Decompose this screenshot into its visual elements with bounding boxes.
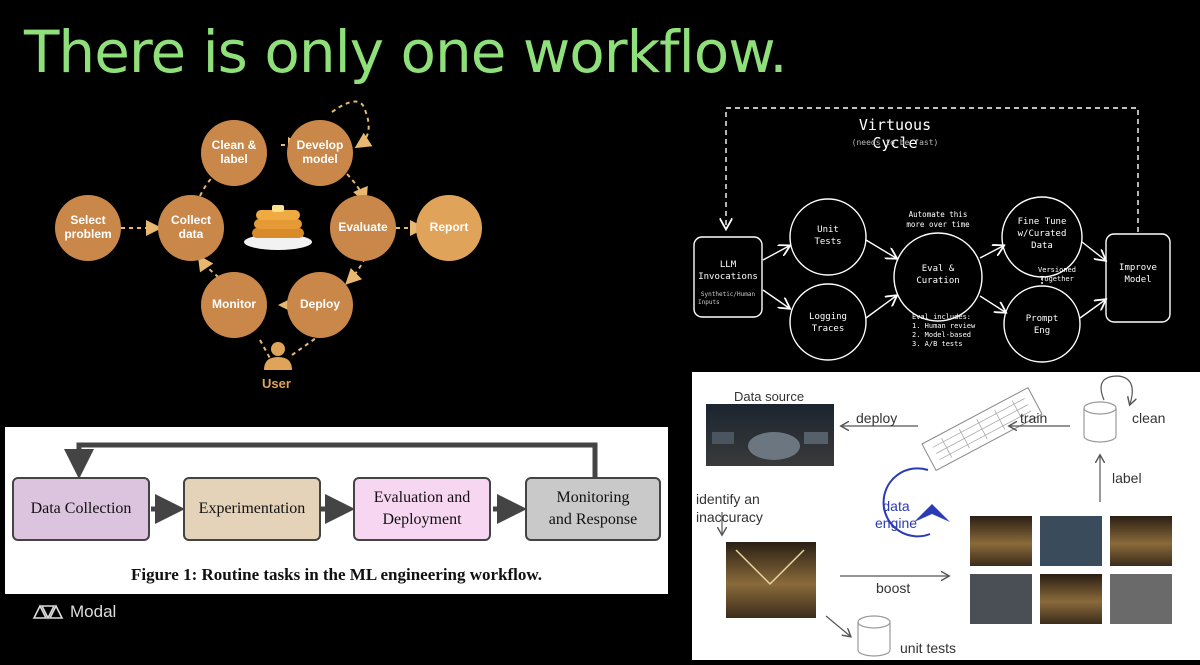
workflow-arrows [64,442,598,524]
virtuous-cycle-diagram: Virtuous Cycle (needs to be fast) LLM In… [690,100,1200,365]
tunnel-photo-left [726,542,816,618]
data-engine-diagram: Data source deploy train clean label ide… [692,372,1200,660]
wbox-4-line-2: and Response [548,511,638,528]
engine-line-2: engine [874,514,918,531]
automate-note: Automate this more over time [890,210,986,230]
label-data-source: Data source [734,389,805,404]
label-label: label [1112,470,1142,486]
fine-tune-node: Fine Tune w/Curated Data [1002,216,1082,252]
wbox-3-line-1: Evaluation and [373,489,471,507]
ft-label-3: Data [1031,241,1053,252]
workflow-box-experimentation: Experimentation [183,477,321,541]
node-collect-data: Collect data [158,195,224,261]
llm-invocations-node: LLM Invocations Synthetic/Human Inputs [694,260,762,307]
ml-workflow-figure: Data Collection Experimentation Evaluati… [5,427,668,594]
node-develop-model: Develop model [287,120,353,186]
eval-includes-3: 3. A/B tests [912,340,963,349]
user-icon [264,342,292,370]
engine-line-1: data [882,498,910,514]
virtuous-title: Virtuous Cycle [858,116,932,152]
log-label-1: Logging [809,312,847,322]
workflow-box-data-collection: Data Collection [12,477,150,541]
prompt-label-2: Eng [1033,326,1051,337]
eval-includes-note: Eval includes: 1. Human review 2. Model-… [912,313,1004,349]
improve-label-1: Improve [1119,263,1157,273]
eval-curation-node: Eval & Curation [894,263,982,287]
ft-label-1: Fine Tune [1017,217,1067,227]
unit-label-2: Tests [814,237,842,248]
node-select-problem: Select problem [55,195,121,261]
logging-traces-node: Logging Traces [790,311,866,335]
workflow-box-monitoring-response: Monitoring and Response [525,477,661,541]
eval-label-2: Curation [916,276,960,287]
label-identify-inaccuracy: identify an inaccuracy [696,490,763,526]
automate-label-2: more over time [906,219,970,229]
eval-label-1: Eval & [921,264,955,274]
wbox-1-line-1: Data Collection [30,500,132,518]
unit-tests-node: Unit Tests [790,224,866,248]
node-monitor: Monitor [201,272,267,338]
workflow-caption: Figure 1: Routine tasks in the ML engine… [131,565,542,584]
versioned-note: Versioned Together [1030,266,1084,284]
slide-title: There is only one workflow. [24,18,788,86]
identify-line-1: identify an [696,491,760,507]
identify-line-2: inaccuracy [696,509,763,526]
node-report: Report [416,195,482,261]
label-clean: clean [1132,410,1166,426]
label-boost: boost [876,580,911,596]
wbox-3-line-2: Deployment [382,511,462,528]
llm-label-2: Invocations [698,271,758,282]
eval-includes-2: 2. Model-based [912,331,972,340]
eval-includes-title: Eval includes: [912,313,972,321]
label-train: train [1020,410,1048,426]
llm-sub-2: Inputs [698,299,720,307]
pancakes-icon [244,205,312,250]
node-evaluate: Evaluate [330,195,396,261]
virtuous-cycle-shapes [693,107,1171,363]
automate-label-1: Automate this [908,210,968,219]
wbox-4-line-1: Monitoring [556,489,630,507]
prompt-label-1: Prompt [1025,314,1059,324]
wbox-2-line-1: Experimentation [198,500,306,518]
data-source-photo [706,404,834,466]
tunnel-photo-grid [970,516,1172,624]
llm-label-1: LLM [719,260,737,270]
virtuous-subtitle: (needs to be fast) [851,138,939,147]
llm-sub-1: Synthetic/Human [700,291,756,299]
ml-lifecycle-diagram: Select problem Collect data Clean & labe… [55,100,500,400]
data-engine-graphics [706,375,1172,657]
user-label: User [262,376,291,391]
neural-network-icon [921,386,1043,472]
eval-includes-1: 1. Human review [912,322,976,331]
modal-logo: Modal [32,602,116,622]
database-icon-unit-tests [857,615,891,657]
label-unit-tests: unit tests [900,640,957,656]
improve-label-2: Model [1124,275,1152,286]
unit-label-1: Unit [817,225,839,235]
node-deploy: Deploy [287,272,353,338]
modal-logo-text: Modal [70,602,117,621]
versioned-label-2: Together [1040,275,1074,284]
log-label-2: Traces [811,324,845,335]
modal-logo-icon [32,604,64,620]
label-data-engine: data engine [870,498,922,532]
prompt-eng-node: Prompt Eng [1004,313,1080,337]
database-icon-clean [1083,401,1117,443]
label-deploy: deploy [856,410,898,426]
improve-model-node: Improve Model [1106,262,1170,286]
node-clean-label: Clean & label [201,120,267,186]
versioned-label-1: Versioned [1038,266,1076,274]
ft-label-2: w/Curated [1017,229,1067,240]
